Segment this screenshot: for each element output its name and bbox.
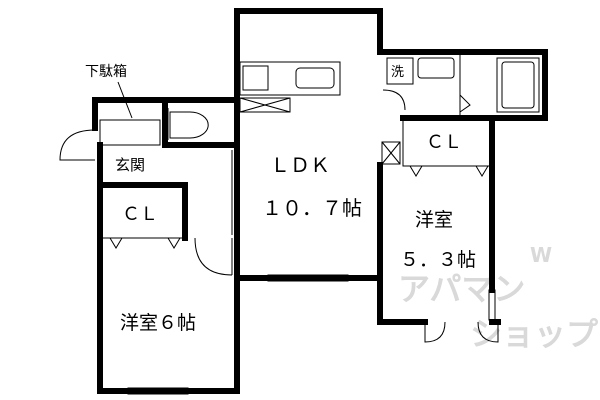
hall-door-swing	[194, 237, 233, 276]
window-bottom-left	[127, 387, 189, 395]
kitchen-cabinet	[239, 97, 291, 113]
stove	[242, 65, 269, 91]
label-room-right-size: ５．３帖	[400, 249, 476, 271]
bath-wall	[377, 49, 548, 121]
balcony-door-left	[424, 321, 446, 343]
label-ldk-name: ＬＤＫ	[270, 153, 330, 177]
pipe-shaft	[381, 141, 401, 165]
window-right	[488, 289, 496, 321]
label-closet-left: ＣＬ	[122, 204, 158, 225]
interior-lines	[59, 52, 540, 395]
washroom-box	[386, 57, 414, 85]
bathtub	[496, 57, 540, 113]
balcony-door-right	[477, 321, 499, 343]
closet-right-box	[402, 117, 493, 167]
hall-wall	[162, 97, 240, 148]
entrance-door-swing	[59, 129, 96, 161]
label-washroom: 洗	[391, 65, 404, 80]
closet-left-wall	[97, 182, 188, 241]
bath-door	[459, 94, 471, 113]
room-labels: 下駄箱 玄関 ＣＬ ＬＤＫ １０．７帖 ＣＬ 洋室 ５．３帖 洋室６帖 洗	[85, 64, 476, 334]
label-entrance: 玄関	[115, 156, 145, 174]
watermark-line1: アパマン	[398, 270, 525, 308]
entrance-wall	[92, 97, 240, 129]
toilet	[169, 111, 209, 139]
label-ldk-size: １０．７帖	[262, 196, 362, 220]
watermark-logo: W	[530, 243, 552, 267]
wash-basin	[417, 57, 455, 79]
label-room-right-name: 洋室	[415, 209, 453, 231]
label-closet-right: ＣＬ	[426, 132, 462, 153]
shoe-closet-leader	[117, 81, 133, 119]
shoe-box	[99, 119, 161, 146]
bedroom-left-wall	[97, 182, 240, 394]
ldk-wall-top	[234, 8, 383, 100]
window-ldk	[267, 274, 349, 282]
wash-door-swing	[382, 89, 406, 111]
label-room-left: 洋室６帖	[120, 312, 196, 334]
bedroom-right-wall-bottom	[377, 162, 428, 325]
sink	[295, 67, 335, 89]
label-shoe-closet: 下駄箱	[85, 64, 127, 80]
